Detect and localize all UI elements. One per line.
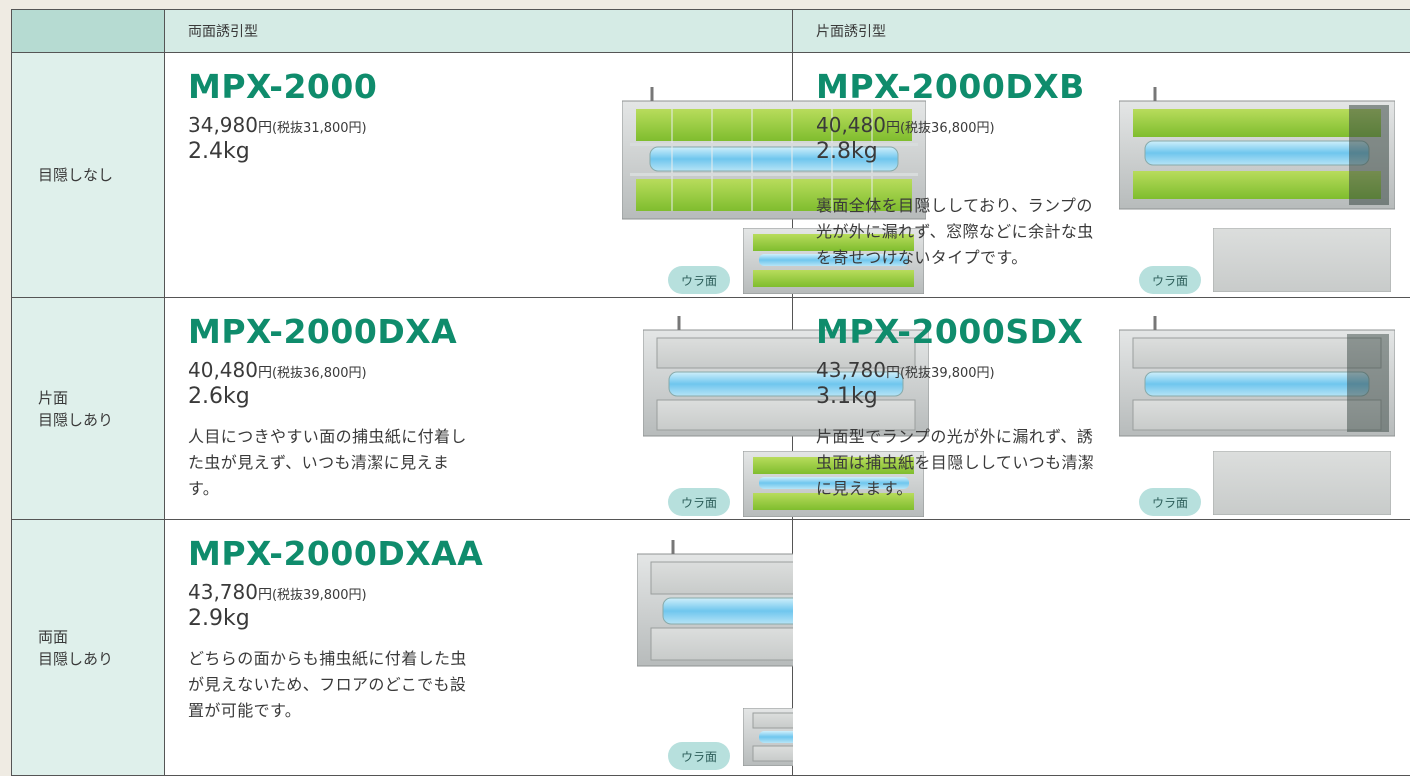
price: 34,980円(税抜31,800円) xyxy=(188,113,367,137)
header-double-sided: 両面誘引型 xyxy=(165,10,793,53)
price-value: 43,780 xyxy=(188,580,258,604)
description: 片面型でランプの光が外に漏れず、誘虫面は捕虫紙を目隠ししていつも清潔に見えます。 xyxy=(816,427,1095,498)
weight: 2.6kg xyxy=(188,384,250,409)
product-front-image xyxy=(1119,87,1395,213)
model-name: MPX-2000DXB xyxy=(816,67,1085,106)
product-mpx2000: MPX-2000 34,980円(税抜31,800円) 2.4kg ウラ面 xyxy=(165,53,926,298)
row-label-single-cover: 片面 目隠しあり xyxy=(12,298,165,520)
price-value: 40,480 xyxy=(188,358,258,382)
product-mpx2000dxaa: MPX-2000DXAA 43,780円(税抜39,800円) 2.9kg どち… xyxy=(165,520,924,776)
product-mpx2000dxa: MPX-2000DXA 40,480円(税抜36,800円) 2.6kg 人目に… xyxy=(165,298,929,520)
row-label-no-cover: 目隠しなし xyxy=(12,53,165,298)
model-name: MPX-2000DXAA xyxy=(188,534,484,573)
product-mpx2000dxb: MPX-2000DXB 40,480円(税抜36,800円) 2.8kg 裏面全… xyxy=(793,53,1410,298)
weight: 2.4kg xyxy=(188,139,250,164)
product-front-image xyxy=(622,87,926,225)
description: どちらの面からも捕虫紙に付着した虫が見えないため、フロアのどこでも設置が可能です… xyxy=(188,649,467,720)
product-mpx2000sdx: MPX-2000SDX 43,780円(税抜39,800円) 3.1kg 片面型… xyxy=(793,298,1410,520)
price: 40,480円(税抜36,800円) xyxy=(188,358,367,382)
price-value: 43,780 xyxy=(816,358,886,382)
product-back-image xyxy=(743,451,924,517)
price-tax-excluded: (税抜31,800円) xyxy=(271,121,367,136)
price-yen: 円 xyxy=(257,120,272,136)
price: 43,780円(税抜39,800円) xyxy=(188,580,367,604)
product-front-image xyxy=(643,316,929,440)
description: 人目につきやすい面の捕虫紙に付着した虫が見えず、いつも清潔に見えます。 xyxy=(188,427,467,498)
price-yen: 円 xyxy=(257,587,272,603)
weight: 2.8kg xyxy=(816,139,878,164)
description: 裏面全体を目隠ししており、ランプの光が外に漏れず、窓際などに余計な虫を寄せつけな… xyxy=(816,196,1094,267)
back-side-badge: ウラ面 xyxy=(668,742,730,770)
product-back-image xyxy=(1213,451,1391,515)
price-value: 40,480 xyxy=(816,113,886,137)
price-value: 34,980 xyxy=(188,113,258,137)
price-tax-excluded: (税抜39,800円) xyxy=(899,366,995,381)
weight: 2.9kg xyxy=(188,606,250,631)
comparison-table: 両面誘引型 片面誘引型 目隠しなし MPX-2000 34,980円(税抜31,… xyxy=(11,9,1410,776)
row-label-double-cover: 両面 目隠しあり xyxy=(12,520,165,776)
price-yen: 円 xyxy=(885,365,900,381)
header-single-sided: 片面誘引型 xyxy=(793,10,1410,53)
price: 43,780円(税抜39,800円) xyxy=(816,358,995,382)
product-back-image xyxy=(1213,228,1391,292)
model-name: MPX-2000SDX xyxy=(816,312,1084,351)
product-back-image xyxy=(743,228,924,294)
back-side-badge: ウラ面 xyxy=(1139,266,1201,294)
model-name: MPX-2000DXA xyxy=(188,312,458,351)
price: 40,480円(税抜36,800円) xyxy=(816,113,995,137)
price-yen: 円 xyxy=(885,120,900,136)
back-side-badge: ウラ面 xyxy=(668,488,730,516)
price-tax-excluded: (税抜36,800円) xyxy=(899,121,995,136)
back-side-badge: ウラ面 xyxy=(668,266,730,294)
model-name: MPX-2000 xyxy=(188,67,378,106)
price-yen: 円 xyxy=(257,365,272,381)
empty-cell xyxy=(793,520,1410,776)
back-side-badge: ウラ面 xyxy=(1139,488,1201,516)
product-front-image xyxy=(1119,316,1395,440)
price-tax-excluded: (税抜36,800円) xyxy=(271,366,367,381)
price-tax-excluded: (税抜39,800円) xyxy=(271,588,367,603)
weight: 3.1kg xyxy=(816,384,878,409)
header-corner xyxy=(12,10,165,53)
